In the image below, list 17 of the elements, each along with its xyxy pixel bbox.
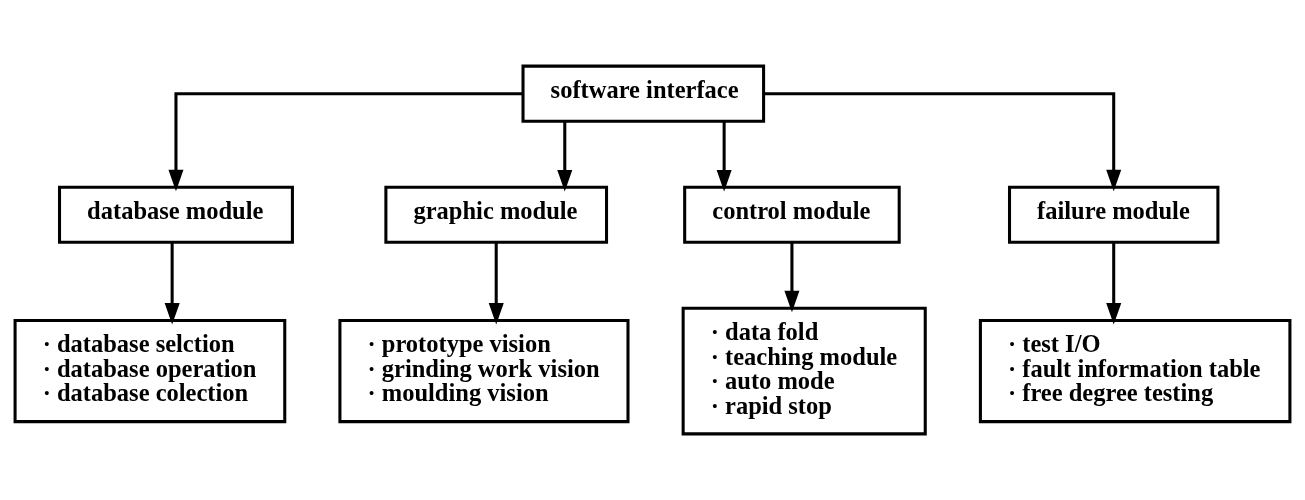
node-box: database module	[58, 185, 294, 244]
node-box: failure module	[1008, 185, 1220, 244]
arrow	[488, 242, 504, 325]
node-box: graphic module	[384, 185, 609, 244]
arrow	[1106, 242, 1122, 325]
arrow	[557, 121, 573, 192]
node-box: · prototype vision · grinding work vision · moulding vision	[338, 318, 630, 424]
arrow	[164, 242, 180, 325]
node-box: · test I/O · fault information table · free degree testing	[978, 318, 1292, 424]
node-box: control module	[683, 185, 901, 244]
arrow	[168, 92, 523, 192]
arrow	[784, 242, 800, 313]
arrow	[763, 92, 1122, 192]
node-box: · database selction · database operation · database colection	[13, 318, 287, 424]
node-box: · data fold · teaching module · auto mode · rapid stop	[681, 306, 927, 436]
arrow	[716, 121, 732, 192]
node-box: software interface	[521, 64, 766, 123]
